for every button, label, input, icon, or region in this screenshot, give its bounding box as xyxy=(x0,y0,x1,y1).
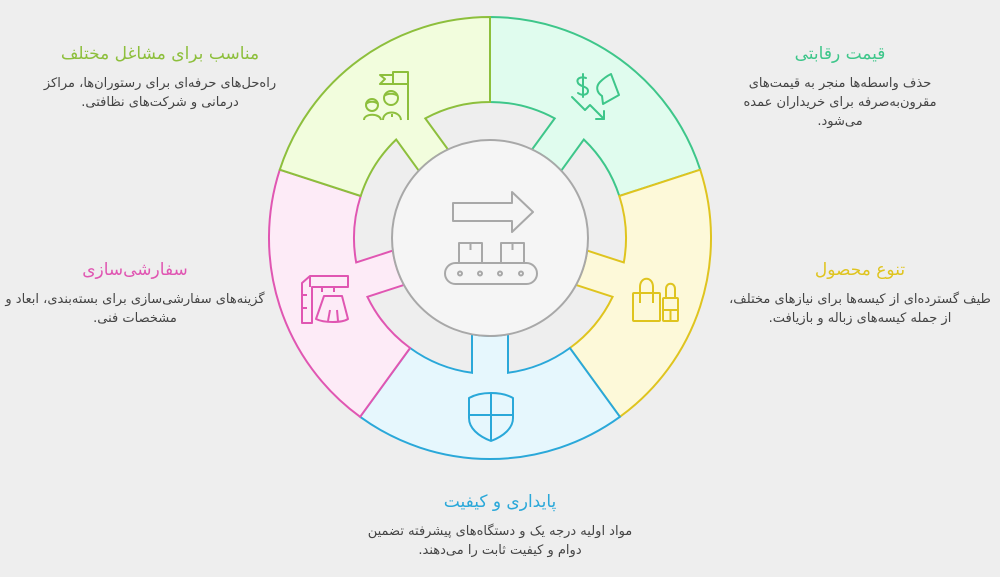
block-customization: سفارشی‌سازی گزینه‌های سفارشی‌سازی برای ب… xyxy=(0,258,270,328)
title-customization: سفارشی‌سازی xyxy=(82,260,188,280)
shopping-bags-icon xyxy=(632,277,679,322)
block-various-businesses: مناسب برای مشاغل مختلف راه‌حل‌های حرفه‌ا… xyxy=(20,42,300,112)
desc-various-businesses: راه‌حل‌های حرفه‌ای برای رستوران‌ها، مراک… xyxy=(43,76,277,110)
title-durability-quality: پایداری و کیفیت xyxy=(443,492,557,512)
title-competitive-price: قیمت رقابتی xyxy=(794,44,886,64)
title-product-variety: تنوع محصول xyxy=(814,260,906,280)
desc-competitive-price: حذف واسطه‌ها منجر به قیمت‌های مقرون‌به‌ص… xyxy=(743,76,937,129)
desc-customization: گزینه‌های سفارشی‌سازی برای بسته‌بندی، اب… xyxy=(5,292,265,326)
ruler-skirt-icon xyxy=(301,275,349,324)
team-flag-icon xyxy=(363,71,409,121)
block-durability-quality: پایداری و کیفیت مواد اولیه درجه یک و دست… xyxy=(340,490,660,560)
block-competitive-price: قیمت رقابتی حذف واسطه‌ها منجر به قیمت‌ها… xyxy=(700,42,980,131)
conveyor-belt-icon xyxy=(444,191,538,285)
segment-various-businesses xyxy=(278,15,491,198)
center-hub xyxy=(391,139,589,337)
block-product-variety: تنوع محصول طیف گسترده‌ای از کیسه‌ها برای… xyxy=(720,258,1000,328)
desc-durability-quality: مواد اولیه درجه یک و دستگاه‌های پیشرفته … xyxy=(367,524,633,558)
desc-product-variety: طیف گسترده‌ای از کیسه‌ها برای نیازهای مخ… xyxy=(729,292,991,326)
price-drop-icon xyxy=(571,73,620,120)
title-various-businesses: مناسب برای مشاغل مختلف xyxy=(60,44,260,64)
shield-icon xyxy=(468,392,514,442)
